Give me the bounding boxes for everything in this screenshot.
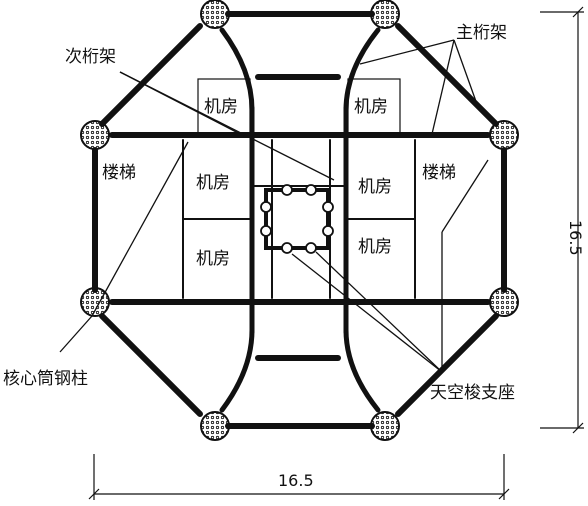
column-top-right (370, 0, 400, 29)
column-top-left (200, 0, 230, 29)
dim-height-value: 16.5 (566, 220, 585, 256)
label-machine-room-top-right: 机房 (354, 97, 388, 117)
bearing-4 (322, 201, 334, 213)
arm-br (343, 327, 381, 413)
label-machine-room-mid-left: 机房 (196, 173, 230, 193)
arm-tl (219, 27, 255, 113)
leader-bearing-4 (441, 159, 489, 233)
truss-diag-tr (395, 23, 499, 127)
arm-bl (219, 327, 255, 413)
skybridge-bearings (260, 184, 334, 254)
core-steel-columns (80, 0, 519, 441)
bearing-5 (260, 225, 272, 237)
bearing-8 (305, 242, 317, 254)
label-main-truss: 主桁架 (456, 23, 507, 43)
bearing-6 (322, 225, 334, 237)
label-core-steel-column: 核心筒钢柱 (3, 369, 88, 389)
leader-secondary-truss-2 (119, 71, 335, 181)
bearing-1 (281, 184, 293, 196)
dimension-lines (88, 6, 584, 500)
column-left-upper (80, 120, 110, 150)
dim-width-value: 16.5 (278, 471, 314, 490)
core-square (264, 188, 330, 250)
label-machine-room-mid-right: 机房 (358, 177, 392, 197)
label-machine-room-low-left: 机房 (196, 249, 230, 269)
secondary-horizontals (183, 185, 415, 220)
machine-room-boxes (197, 78, 401, 134)
label-machine-room-low-right: 机房 (358, 237, 392, 257)
leader-bearing-2 (291, 253, 443, 373)
column-left-lower (80, 287, 110, 317)
leader-main-truss-1 (359, 39, 455, 65)
label-stair-left: 楼梯 (102, 163, 136, 183)
leader-bearing-1 (315, 251, 443, 373)
truss-diag-bl (99, 313, 203, 417)
leader-core-column-2 (91, 141, 189, 317)
horizontal-beams (109, 74, 491, 361)
core-square-outline (264, 188, 330, 250)
main-truss-ring (92, 11, 507, 429)
truss-diag-br (395, 313, 499, 417)
label-secondary-truss: 次桁架 (65, 47, 116, 67)
dim-horizontal-slash-right (498, 488, 510, 500)
label-skybridge-bearing: 天空梭支座 (430, 383, 515, 403)
machine-room-box-top-right (347, 78, 401, 134)
arm-tr (343, 27, 381, 113)
inner-curved-arms (219, 27, 381, 413)
bearing-3 (260, 201, 272, 213)
leader-core-column (59, 315, 93, 353)
leader-main-truss-3 (453, 39, 479, 108)
machine-room-box-top-left (197, 78, 251, 134)
bearing-2 (305, 184, 317, 196)
leader-main-truss-2 (431, 39, 455, 135)
leader-lines (59, 39, 489, 373)
column-right-upper (489, 120, 519, 150)
dim-vertical-slash-bottom (572, 422, 584, 434)
truss-diag-tl (99, 23, 203, 127)
column-bottom-right (370, 411, 400, 441)
dim-horizontal-slash-left (88, 488, 100, 500)
label-machine-room-top-left: 机房 (204, 97, 238, 117)
column-right-lower (489, 287, 519, 317)
label-stair-right: 楼梯 (422, 163, 456, 183)
dim-vertical-slash-top (572, 6, 584, 18)
bearing-7 (281, 242, 293, 254)
column-bottom-left (200, 411, 230, 441)
